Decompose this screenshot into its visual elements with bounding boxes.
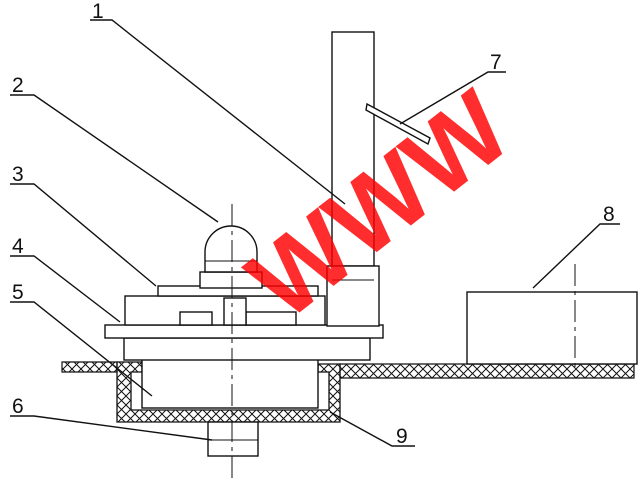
part-labels: 1 2 3 4 5 6 7 8 9: [12, 0, 615, 448]
label-3: 3: [12, 163, 24, 186]
spacer-block: [123, 337, 371, 361]
part-1-post: [326, 31, 380, 327]
centerlines: [231, 204, 576, 480]
part-3-block: [124, 285, 326, 326]
label-1: 1: [92, 0, 104, 23]
label-5: 5: [12, 281, 24, 304]
part-2-dome: [199, 225, 263, 289]
part-5-housing: [141, 355, 319, 409]
label-8: 8: [603, 203, 615, 226]
label-7: 7: [490, 51, 502, 74]
label-6: 6: [12, 395, 24, 418]
label-4: 4: [12, 235, 24, 258]
part-9-channel: [116, 361, 341, 423]
label-2: 2: [12, 74, 24, 97]
label-9: 9: [396, 425, 408, 448]
leader-lines: [10, 19, 620, 447]
part-8-block: [466, 291, 638, 365]
part-6-bolt: [207, 421, 259, 457]
part-4-plate: [104, 324, 384, 339]
part-7-tab: [365, 102, 431, 146]
